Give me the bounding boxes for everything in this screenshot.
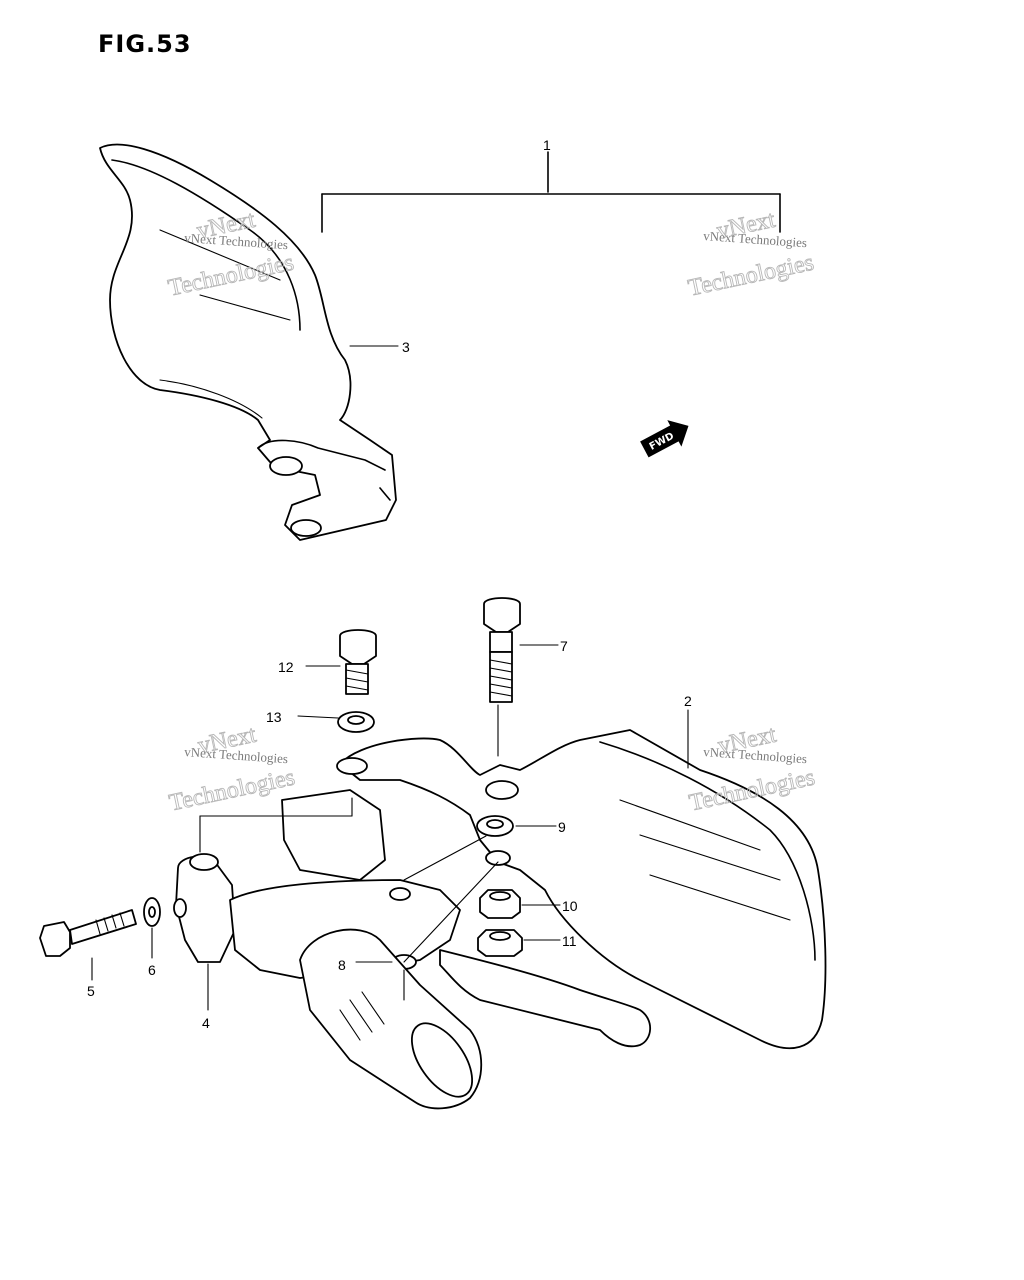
- bolt-12: [339, 629, 377, 695]
- watermark-line2: Technologies: [686, 250, 816, 302]
- callout-11: 11: [562, 933, 577, 949]
- watermark-small-top-right: vNext Technologies: [703, 228, 808, 250]
- nut-10: [479, 889, 521, 919]
- group-bracket: [321, 151, 781, 233]
- callout-6: 6: [148, 962, 156, 978]
- callout-7: 7: [560, 638, 568, 654]
- callout-2: 2: [684, 693, 692, 709]
- callout-8: 8: [338, 957, 346, 973]
- callout-labels: 1 2 3 4 5 6 7 8 9 10 11 12 13: [87, 137, 692, 1031]
- nut-11: [477, 929, 523, 957]
- callout-9: 9: [558, 819, 566, 835]
- callout-13: 13: [266, 709, 282, 725]
- watermark-top-right: vNext Technologies: [685, 206, 816, 302]
- bolt-7: [483, 597, 521, 703]
- washer-13: [337, 711, 375, 733]
- callout-10: 10: [562, 898, 578, 914]
- watermark-small-mid-left: vNext Technologies: [184, 744, 289, 766]
- watermark-small-top-left: vNext Technologies: [184, 230, 289, 252]
- callout-1: 1: [543, 137, 551, 153]
- washer-9: [476, 815, 514, 866]
- watermark-line2: Technologies: [167, 765, 297, 817]
- lever-holder-assembly: [173, 789, 652, 1110]
- right-hand-guard: [336, 729, 827, 1049]
- callout-3: 3: [402, 339, 410, 355]
- watermark-mid-right: vNext Technologies: [686, 721, 817, 817]
- leader-lines: [91, 345, 689, 1011]
- fwd-arrow: FWD: [640, 420, 689, 458]
- washer-6: [143, 897, 161, 927]
- figure-title: FIG.53: [98, 30, 192, 58]
- callout-4: 4: [202, 1015, 210, 1031]
- callout-12: 12: [278, 659, 294, 675]
- callout-5: 5: [87, 983, 95, 999]
- bolt-5: [39, 909, 137, 957]
- watermark-mid-left: vNext Technologies: [166, 721, 297, 817]
- watermark-small-mid-right: vNext Technologies: [703, 744, 808, 766]
- left-hand-guard: [99, 143, 397, 541]
